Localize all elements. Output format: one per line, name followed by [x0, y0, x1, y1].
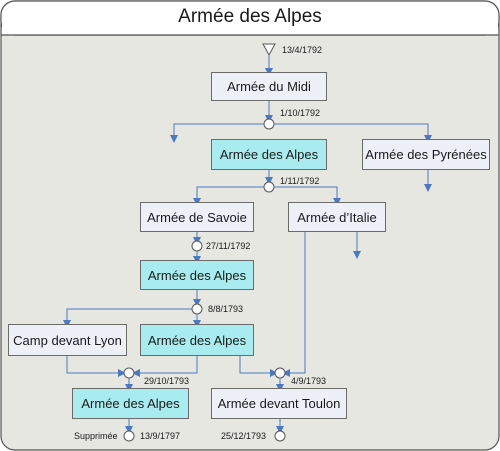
date-merge-3: 4/9/1793: [291, 376, 327, 386]
node-armee-de-savoie: Armée de Savoie: [140, 202, 254, 232]
end-note-supprimee: Supprimée: [74, 431, 118, 441]
node-armee-des-alpes-3: Armée des Alpes: [140, 324, 254, 356]
node-armee-d-italie: Armée d’Italie: [288, 202, 386, 232]
node-armee-des-pyrenees: Armée des Pyrénées: [362, 139, 490, 170]
date-end-toulon: 25/12/1793: [221, 431, 267, 441]
date-start: 13/4/1792: [282, 45, 323, 55]
date-merge-1: 27/11/1792: [206, 241, 251, 251]
date-end-alpes: 13/9/1797: [140, 431, 181, 441]
node-armee-des-alpes-4: Armée des Alpes: [72, 388, 189, 419]
node-camp-devant-lyon: Camp devant Lyon: [8, 324, 127, 356]
date-merge-2: 29/10/1793: [144, 376, 190, 386]
node-armee-des-alpes-1: Armée des Alpes: [211, 139, 327, 170]
date-split-2: 1/11/1792: [280, 176, 320, 186]
date-split-3: 8/8/1793: [208, 304, 244, 314]
diagram-title: Armée des Alpes: [178, 6, 322, 27]
node-armee-du-midi: Armée du Midi: [211, 72, 327, 101]
date-split-1: 1/10/1792: [280, 108, 321, 118]
node-armee-des-alpes-2: Armée des Alpes: [140, 260, 254, 290]
node-armee-devant-toulon: Armée devant Toulon: [211, 388, 347, 419]
